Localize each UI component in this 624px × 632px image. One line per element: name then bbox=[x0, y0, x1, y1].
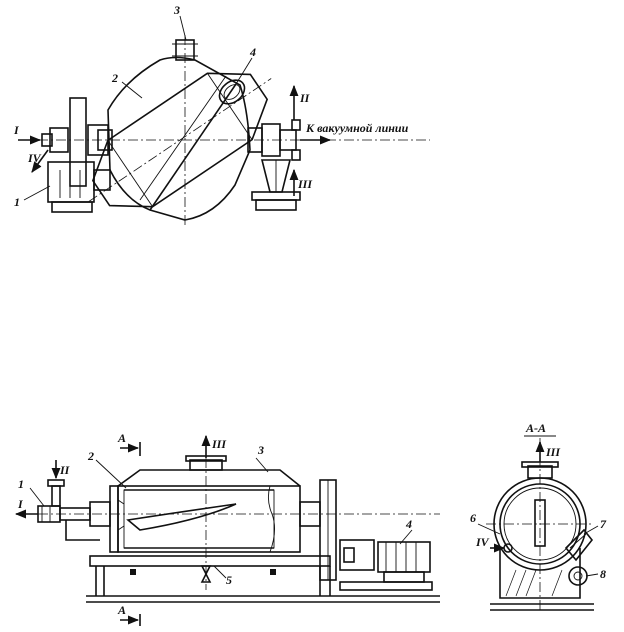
discharge-mechanism bbox=[564, 528, 594, 562]
loading-hatch bbox=[175, 39, 195, 61]
drain-valve bbox=[200, 565, 212, 576]
section-label-7: 7 bbox=[600, 517, 607, 531]
gear-motor bbox=[47, 161, 95, 203]
section-title: А-А bbox=[525, 421, 546, 435]
bottom-label-3: 3 bbox=[257, 443, 264, 457]
bottom-label-5: 5 bbox=[226, 573, 232, 587]
bottom-label-flow-I: I bbox=[17, 497, 24, 511]
top-label-4: 4 bbox=[249, 45, 256, 59]
left-trunnion bbox=[87, 124, 109, 156]
double-cone-vessel bbox=[88, 72, 272, 208]
section-label-6: 6 bbox=[470, 511, 476, 525]
section-label-8: 8 bbox=[600, 567, 606, 581]
section-inner-drum bbox=[503, 487, 577, 561]
section-a-a-figure: А-А III 6 7 8 IV bbox=[470, 421, 607, 611]
top-label-flow-I: I bbox=[13, 123, 20, 137]
reducer bbox=[339, 539, 375, 571]
section-gear bbox=[568, 566, 588, 586]
section-mark-top-label: А bbox=[117, 431, 126, 445]
bottom-label-4: 4 bbox=[405, 517, 412, 531]
bottom-label-flow-II: II bbox=[59, 463, 71, 477]
vessel-inner-seam bbox=[149, 83, 237, 211]
section-mark-bottom-label: А bbox=[117, 603, 126, 617]
bottom-label-flow-III: III bbox=[211, 437, 227, 451]
bottom-label-2: 2 bbox=[87, 449, 94, 463]
condensate-fitting bbox=[291, 149, 301, 161]
top-label-flow-IV: IV bbox=[27, 151, 42, 165]
section-outer-shell bbox=[493, 477, 587, 571]
section-base-housing bbox=[499, 548, 581, 599]
loading-neck bbox=[189, 459, 223, 471]
horizontal-dryer-figure: 1 2 3 4 5 I II III А А bbox=[14, 431, 440, 626]
top-label-flow-III: III bbox=[297, 177, 313, 191]
condensate-pipe bbox=[65, 520, 100, 541]
left-pulley bbox=[49, 127, 69, 153]
double-cone-dryer-figure: 3 2 4 1 I IV II III К вакуумной линии bbox=[13, 3, 430, 225]
top-label-2: 2 bbox=[111, 71, 118, 85]
section-label-flow-III: III bbox=[545, 445, 561, 459]
drum-top-cover bbox=[117, 469, 301, 487]
base-frame bbox=[89, 555, 331, 567]
top-label-1: 1 bbox=[14, 195, 20, 209]
top-label-3: 3 bbox=[173, 3, 180, 17]
section-label-flow-IV: IV bbox=[475, 535, 490, 549]
drive-wheel bbox=[69, 97, 87, 187]
top-label-flow-II: II bbox=[299, 91, 311, 105]
section-agitator bbox=[534, 499, 546, 547]
agitator-blade bbox=[126, 503, 237, 531]
steam-inlet-fitting bbox=[291, 119, 301, 131]
side-hatch bbox=[218, 79, 246, 105]
flow-IV-arrow bbox=[31, 149, 49, 173]
bottom-label-1: 1 bbox=[18, 477, 24, 491]
section-jacket bbox=[499, 483, 581, 565]
vessel-outline bbox=[107, 56, 251, 221]
vacuum-line-label: К вакуумной линии bbox=[305, 121, 409, 135]
